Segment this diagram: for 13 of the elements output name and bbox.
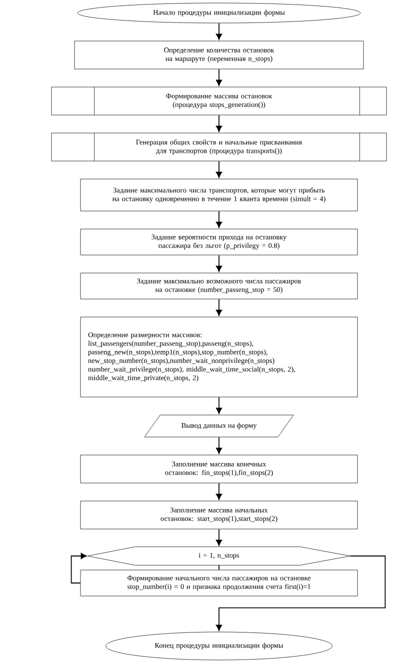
arrow xyxy=(216,210,222,228)
arrow xyxy=(216,528,222,546)
arrow xyxy=(216,160,222,178)
arrow xyxy=(216,22,222,40)
arrow xyxy=(216,254,222,272)
arrow xyxy=(216,396,222,414)
arrow xyxy=(216,68,222,86)
arrow xyxy=(216,482,222,500)
arrow xyxy=(216,436,222,454)
arrow xyxy=(216,114,222,132)
arrow xyxy=(216,298,222,316)
arrow xyxy=(216,556,386,631)
arrow xyxy=(70,552,87,584)
